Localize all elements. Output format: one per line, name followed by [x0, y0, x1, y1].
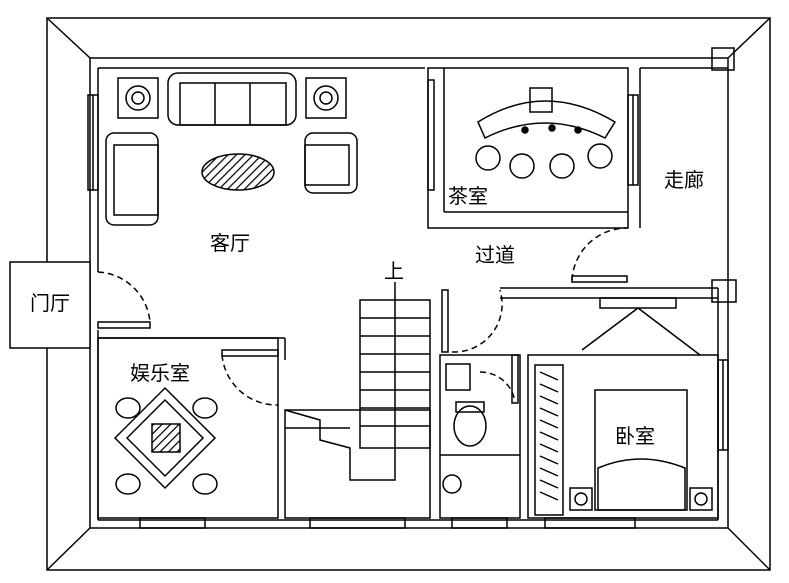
- doors: [97, 227, 628, 406]
- living-room-furniture: [105, 72, 358, 226]
- tea-room-furniture: [475, 87, 617, 179]
- entrance-hall: [9, 261, 91, 349]
- label-stair-up: 上: [384, 259, 404, 283]
- label-corridor: 走廊: [664, 168, 704, 192]
- staircase: [284, 282, 431, 481]
- label-tea-room: 茶室: [448, 184, 488, 208]
- room-labels: 客厅 茶室 走廊 过道 门厅 娱乐室 卧室 上: [30, 168, 704, 448]
- label-entertainment-room: 娱乐室: [130, 361, 190, 385]
- mahjong-table: [113, 386, 218, 495]
- label-living-room: 客厅: [210, 231, 250, 255]
- outer-walls: [46, 17, 771, 571]
- label-bedroom: 卧室: [615, 424, 655, 448]
- door-leaves: [97, 79, 628, 404]
- label-entrance: 门厅: [30, 291, 70, 315]
- bathroom-fixtures: [442, 363, 487, 494]
- windows: [87, 94, 729, 529]
- bedroom-furniture: [534, 297, 713, 516]
- label-passage: 过道: [475, 243, 515, 267]
